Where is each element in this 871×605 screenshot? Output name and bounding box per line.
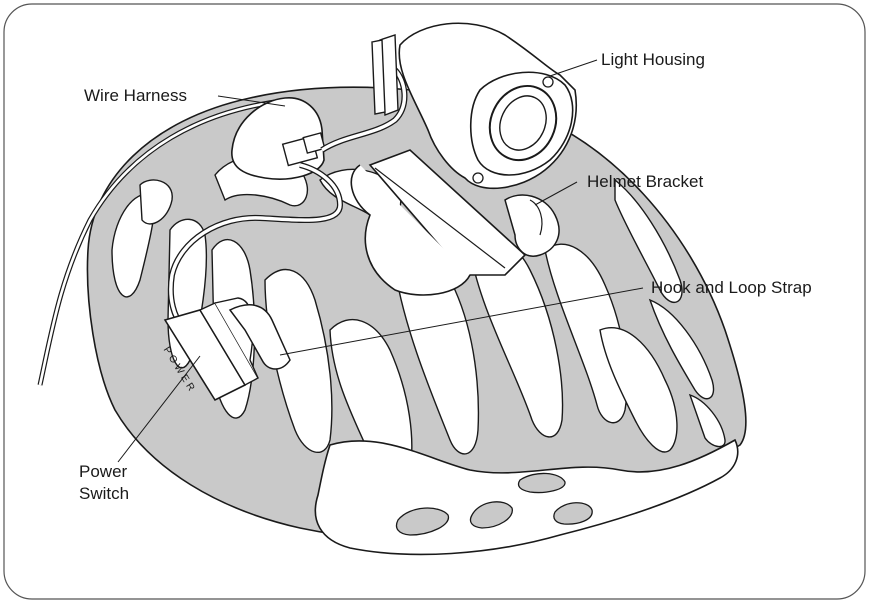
label-light-housing: Light Housing [601,50,705,70]
label-helmet-bracket: Helmet Bracket [587,172,703,192]
label-power-switch-line1: Power [79,462,127,482]
label-hook-loop-strap: Hook and Loop Strap [651,278,812,298]
leader-light-housing [550,60,597,76]
label-wire-harness: Wire Harness [84,86,187,106]
label-power-switch-line2: Switch [79,484,129,504]
